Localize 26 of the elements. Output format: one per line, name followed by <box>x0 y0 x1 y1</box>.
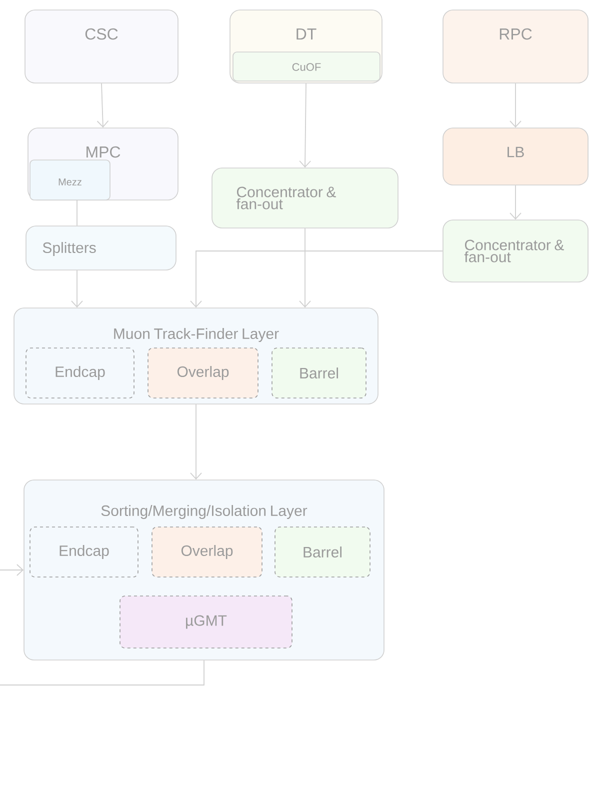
process-box: CuOF <box>232 52 380 82</box>
process-box: Concentrator & fan-out <box>212 168 398 228</box>
arrow <box>96 82 109 128</box>
arrow <box>299 82 312 168</box>
process-box: Splitters <box>26 226 176 270</box>
process-box: LB <box>442 128 588 186</box>
section-box: µGMT <box>120 596 292 648</box>
arrow <box>190 404 202 480</box>
connector-line <box>76 200 78 226</box>
arrow <box>510 184 522 220</box>
arrow <box>299 228 311 308</box>
process-box: CSC <box>24 10 178 84</box>
section-box: Overlap <box>148 348 258 398</box>
arrow <box>0 564 24 576</box>
section-box: Overlap <box>152 526 262 578</box>
process-box: Mezz <box>30 160 110 200</box>
section-box: Barrel <box>274 526 370 578</box>
section-box: Endcap <box>30 526 138 578</box>
arrow <box>190 250 444 308</box>
connector-line <box>0 660 204 686</box>
arrow <box>71 270 83 308</box>
section-box: Barrel <box>272 348 366 398</box>
arrow <box>510 82 522 128</box>
section-box: Endcap <box>26 348 134 398</box>
process-box: RPC <box>442 10 588 84</box>
process-box: Concentrator & fan-out <box>442 220 588 282</box>
